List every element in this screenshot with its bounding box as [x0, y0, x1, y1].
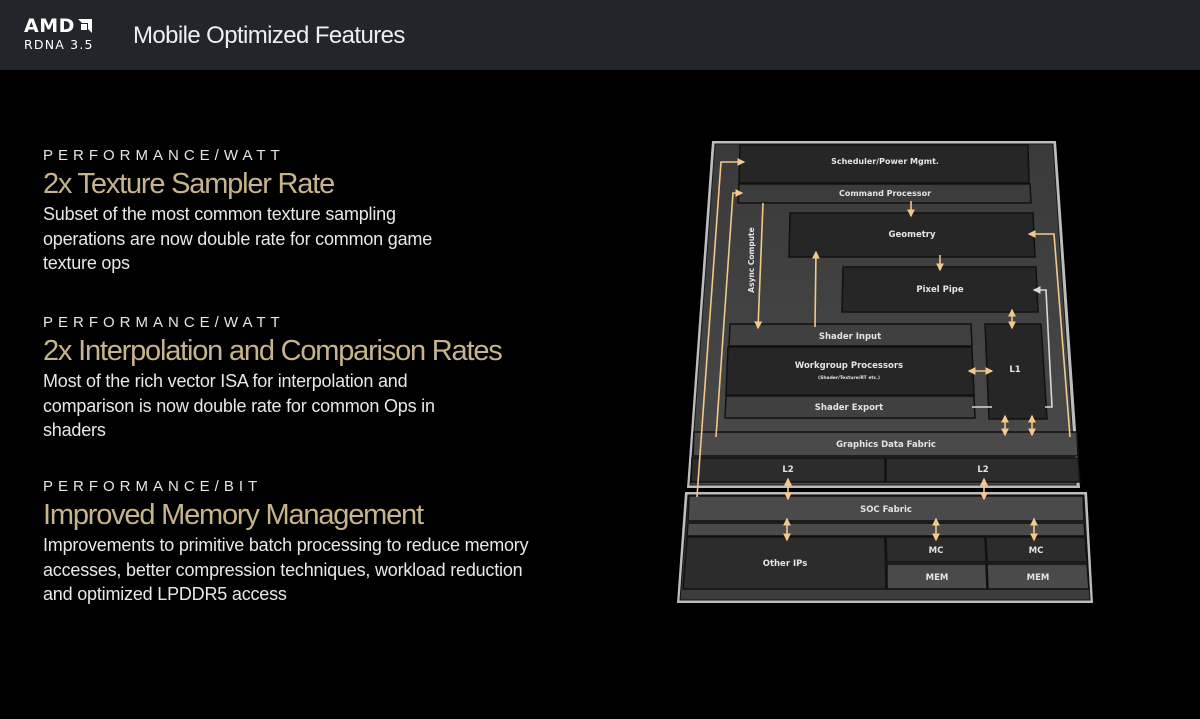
- feature-heading: 2x Texture Sampler Rate: [43, 168, 335, 200]
- block-l1: [984, 323, 1048, 420]
- arrow-command-feed: [715, 189, 744, 438]
- gpu-architecture-diagram: Scheduler/Power Mgmt. Command Processor …: [670, 135, 1110, 615]
- label-geometry: Geometry: [889, 230, 936, 240]
- arrow-geometry-shader: [811, 250, 820, 328]
- logo-product: RDNA 3.5: [24, 37, 94, 52]
- block-other-ips: [682, 536, 887, 590]
- header-bar: AMD RDNA 3.5 Mobile Optimized Features: [0, 0, 1200, 70]
- block-l2-right: [885, 457, 1081, 483]
- block-workgroup-processors: [725, 346, 975, 396]
- block-graphics-data-fabric: [692, 431, 1079, 457]
- label-mem-right: MEM: [1027, 573, 1050, 583]
- block-mem-left: [886, 563, 988, 590]
- feature-heading: 2x Interpolation and Comparison Rates: [43, 335, 503, 367]
- feature-category: PERFORMANCE/BIT: [43, 478, 263, 495]
- block-soc-fabric: [687, 495, 1085, 522]
- label-pixel-pipe: Pixel Pipe: [916, 285, 963, 295]
- label-graphics-data-fabric: Graphics Data Fabric: [836, 440, 936, 450]
- block-mc-right: [985, 536, 1088, 563]
- label-l2-left: L2: [782, 465, 793, 475]
- label-mem-left: MEM: [926, 573, 949, 583]
- label-workgroup-processors: Workgroup Processors: [795, 361, 903, 371]
- dataflow-arrows: [696, 158, 1071, 542]
- block-shader-input: [728, 323, 973, 347]
- arrow-l1-pixel-return: [1032, 286, 1053, 408]
- arrow-async-compute: [754, 202, 764, 330]
- feature-description: Subset of the most common texture sampli…: [43, 204, 433, 273]
- label-shader-input: Shader Input: [819, 332, 881, 342]
- arrow-right-feed: [1027, 230, 1071, 438]
- block-geometry: [788, 212, 1036, 258]
- amd-rdna-logo: AMD RDNA 3.5: [24, 16, 94, 53]
- label-workgroup-sub: (Shader/Texture/RT etc.): [818, 375, 880, 381]
- label-other-ips: Other IPs: [763, 559, 808, 569]
- feature-heading: Improved Memory Management: [43, 499, 424, 531]
- feature-interpolation: PERFORMANCE/WATT 2x Interpolation and Co…: [43, 314, 573, 443]
- label-command-processor: Command Processor: [839, 189, 931, 198]
- block-mem-right: [986, 563, 1090, 590]
- export-arrows: [972, 286, 1053, 408]
- label-soc-fabric: SOC Fabric: [860, 505, 912, 515]
- label-mc-right: MC: [1029, 546, 1044, 556]
- label-l2-right: L2: [977, 465, 988, 475]
- label-l1: L1: [1009, 365, 1020, 375]
- feature-memory-management: PERFORMANCE/BIT Improved Memory Manageme…: [43, 478, 573, 607]
- feature-category: PERFORMANCE/WATT: [43, 147, 285, 164]
- block-shader-export: [724, 395, 976, 419]
- block-scheduler: [738, 144, 1030, 184]
- label-scheduler: Scheduler/Power Mgmt.: [831, 157, 939, 166]
- block-mc-left: [885, 536, 987, 563]
- arrow-scheduler-feed: [696, 158, 746, 498]
- feature-description: Improvements to primitive batch processi…: [43, 535, 529, 604]
- page-title: Mobile Optimized Features: [133, 22, 405, 49]
- feature-texture-sampler: PERFORMANCE/WATT 2x Texture Sampler Rate…: [43, 147, 573, 276]
- feature-description: Most of the rich vector ISA for interpol…: [43, 371, 435, 440]
- logo-brand: AMD: [24, 15, 75, 37]
- block-pixel-pipe: [841, 266, 1039, 313]
- feature-category: PERFORMANCE/WATT: [43, 314, 285, 331]
- label-mc-left: MC: [929, 546, 944, 556]
- amd-arrow-icon: [77, 19, 92, 33]
- label-shader-export: Shader Export: [815, 403, 883, 413]
- block-l2-left: [690, 457, 886, 483]
- label-async-compute: Async Compute: [747, 227, 756, 292]
